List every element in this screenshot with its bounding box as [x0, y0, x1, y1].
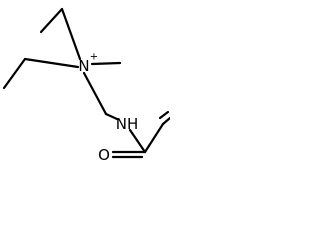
bond-n-methyl: [90, 61, 122, 66]
nitrogen-charge-label: +: [90, 52, 98, 63]
atom-labels: N + NH O: [78, 52, 138, 165]
bond-vinyl-double-outer: [161, 116, 170, 126]
bond-ethyl-upper-ch3-ch2: [39, 7, 64, 34]
bond-nh-carbonyl-carbon: [128, 128, 147, 154]
chemical-structure: N + NH O: [2, 7, 170, 165]
bond-carbonyl-vinyl: [143, 122, 165, 154]
bond-n-methylene: [82, 71, 108, 116]
bond-ethyl-upper-ch2-n: [60, 7, 82, 61]
bond-ethyl-lower-ch2-ch3: [2, 57, 27, 90]
bond-vinyl-double-inner: [158, 110, 170, 120]
bond-methylene-nh: [104, 112, 119, 121]
quaternary-nitrogen-label: N: [78, 57, 89, 75]
carbonyl-oxygen-label: O: [98, 146, 110, 164]
bonds: [2, 7, 170, 159]
amide-nh-label: NH: [116, 115, 139, 133]
bond-ethyl-lower-n-ch2: [23, 57, 80, 69]
